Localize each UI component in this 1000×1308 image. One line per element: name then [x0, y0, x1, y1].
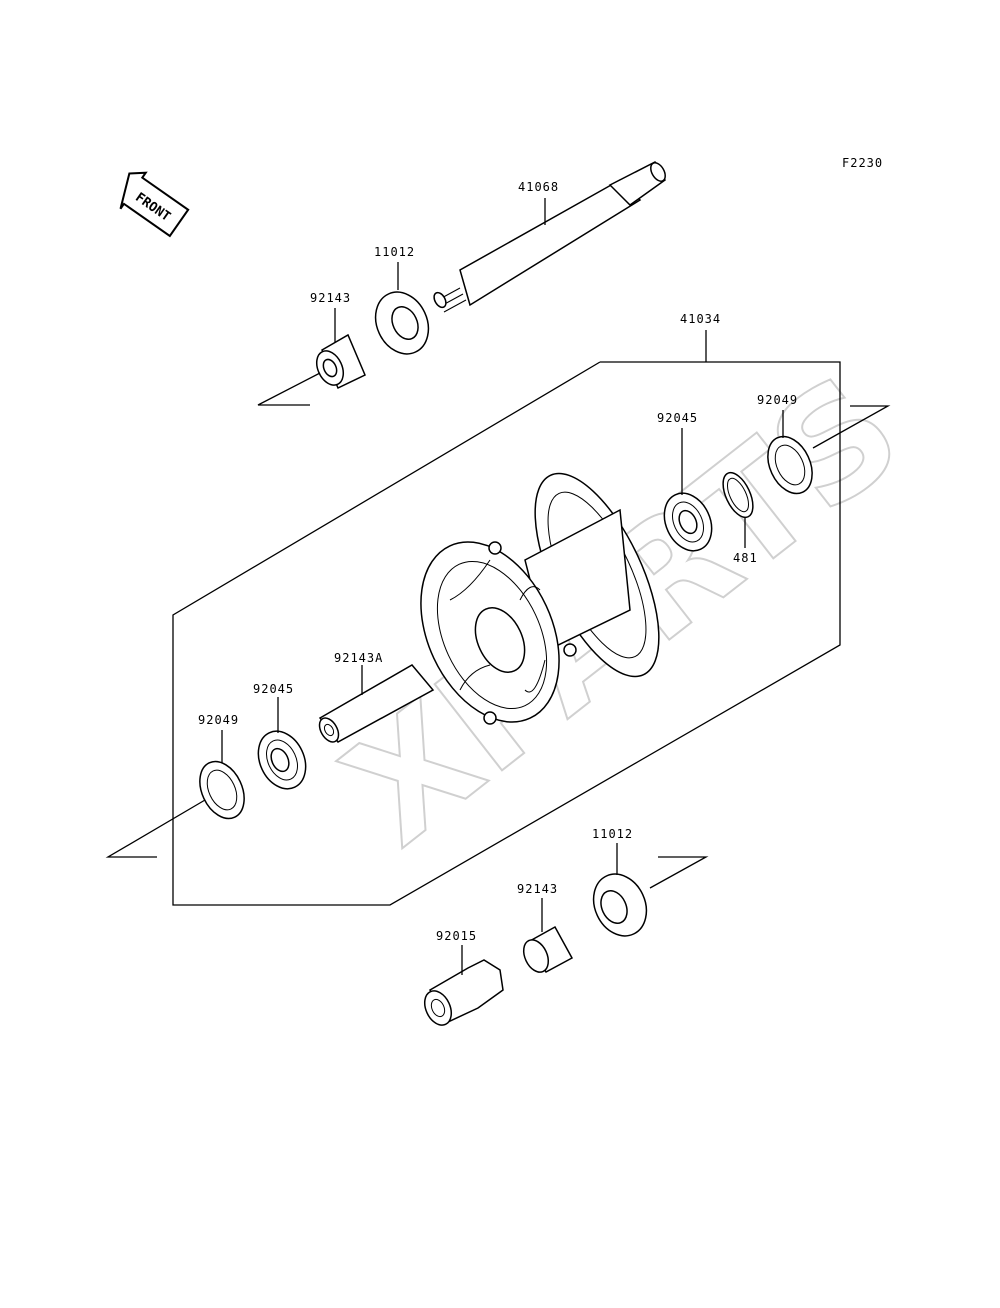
bearing-11012-top-part	[374, 291, 430, 355]
seal-92049-left-part	[199, 760, 245, 820]
part-label-92143-top: 92143	[310, 291, 351, 305]
bearing-92045-left-part	[257, 730, 307, 790]
spacer-92143A-part	[318, 664, 435, 743]
part-label-41034: 41034	[680, 312, 721, 326]
part-label-92143A: 92143A	[334, 651, 383, 665]
part-label-92049-left: 92049	[198, 713, 239, 727]
front-arrow-icon: FRONT	[119, 171, 190, 238]
part-label-481: 481	[733, 551, 758, 565]
axle-part	[433, 161, 666, 313]
hub-assembly-outline	[172, 361, 841, 906]
seal-92049-right-part	[767, 435, 813, 495]
part-label-92045-right: 92045	[657, 411, 698, 425]
circlip-481-part	[722, 471, 754, 519]
collar-92143-top-part	[315, 333, 366, 390]
hub-part	[420, 472, 660, 725]
nut-92015-part	[423, 959, 504, 1026]
collar-92143-bottom-part	[522, 925, 574, 973]
part-label-92049-right: 92049	[757, 393, 798, 407]
part-label-11012-top: 11012	[374, 245, 415, 259]
bearing-92045-right-part	[663, 492, 713, 552]
diagram-code: F2230	[842, 156, 883, 170]
part-label-92143-bottom: 92143	[517, 882, 558, 896]
part-label-11012-bottom: 11012	[592, 827, 633, 841]
part-label-41068: 41068	[518, 180, 559, 194]
part-label-92015: 92015	[436, 929, 477, 943]
bearing-11012-bottom-part	[592, 873, 648, 937]
part-label-92045-left: 92045	[253, 682, 294, 696]
